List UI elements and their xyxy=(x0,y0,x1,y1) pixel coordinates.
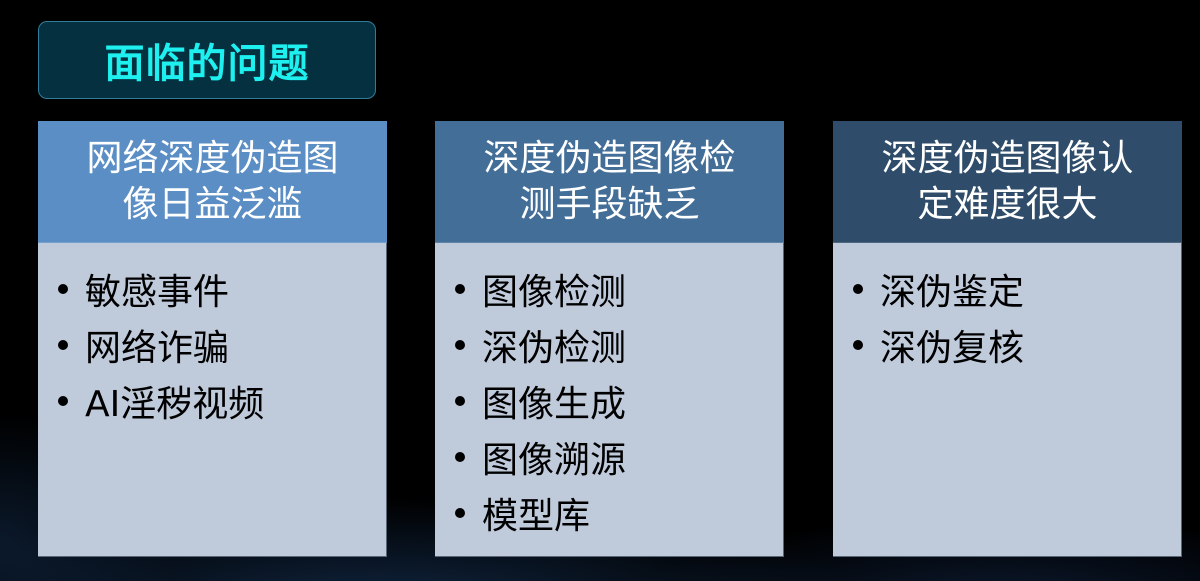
bullet-icon xyxy=(853,340,863,350)
column-header-line: 深度伪造图像检 xyxy=(483,137,736,179)
list-item-label: 图像溯源 xyxy=(482,440,627,481)
problem-column-1: 网络深度伪造图 像日益泛滥 敏感事件 网络诈骗 AI淫秽视频 xyxy=(38,121,387,557)
bullet-icon xyxy=(58,284,68,294)
bullet-icon xyxy=(58,340,68,350)
column-header-1: 网络深度伪造图 像日益泛滥 xyxy=(38,121,387,243)
list-item: 图像溯源 xyxy=(451,429,783,485)
list-item: 深伪复核 xyxy=(849,317,1181,373)
column-header-line: 定难度很大 xyxy=(917,183,1098,225)
list-item: 深伪鉴定 xyxy=(849,261,1181,317)
list-item: AI淫秽视频 xyxy=(54,373,386,429)
column-body-2: 图像检测 深伪检测 图像生成 图像溯源 模型库 xyxy=(435,243,784,557)
column-header-2: 深度伪造图像检 测手段缺乏 xyxy=(435,121,784,243)
list-item-label: 深伪鉴定 xyxy=(880,272,1025,313)
list-item-label: 深伪复核 xyxy=(880,328,1025,369)
list-item: 深伪检测 xyxy=(451,317,783,373)
bullet-icon xyxy=(455,284,465,294)
problem-column-3: 深度伪造图像认 定难度很大 深伪鉴定 深伪复核 xyxy=(833,121,1182,557)
list-item: 敏感事件 xyxy=(54,261,386,317)
bullet-icon xyxy=(58,396,68,406)
list-item-label: 网络诈骗 xyxy=(85,328,230,369)
list-item-label: 模型库 xyxy=(482,496,591,537)
bullet-icon xyxy=(853,284,863,294)
list-item-label: 图像生成 xyxy=(482,384,627,425)
list-item-label: 图像检测 xyxy=(482,272,627,313)
column-header-line: 深度伪造图像认 xyxy=(881,137,1134,179)
column-header-line: 像日益泛滥 xyxy=(122,183,303,225)
problem-column-2: 深度伪造图像检 测手段缺乏 图像检测 深伪检测 图像生成 图像溯源 模型库 xyxy=(435,121,784,557)
list-item-label: 深伪检测 xyxy=(482,328,627,369)
column-body-3: 深伪鉴定 深伪复核 xyxy=(833,243,1182,557)
list-item: 网络诈骗 xyxy=(54,317,386,373)
list-item-label: 敏感事件 xyxy=(85,272,230,313)
column-body-1: 敏感事件 网络诈骗 AI淫秽视频 xyxy=(38,243,387,557)
column-header-line: 网络深度伪造图 xyxy=(86,137,339,179)
list-item: 图像检测 xyxy=(451,261,783,317)
list-item-label: AI淫秽视频 xyxy=(85,384,265,425)
bullet-icon xyxy=(455,340,465,350)
bullet-icon xyxy=(455,452,465,462)
list-item: 模型库 xyxy=(451,485,783,541)
bullet-icon xyxy=(455,508,465,518)
column-header-line: 测手段缺乏 xyxy=(519,183,700,225)
column-header-3: 深度伪造图像认 定难度很大 xyxy=(833,121,1182,243)
list-item: 图像生成 xyxy=(451,373,783,429)
page-title: 面临的问题 xyxy=(104,41,310,87)
title-box: 面临的问题 xyxy=(38,21,376,99)
bullet-icon xyxy=(455,396,465,406)
